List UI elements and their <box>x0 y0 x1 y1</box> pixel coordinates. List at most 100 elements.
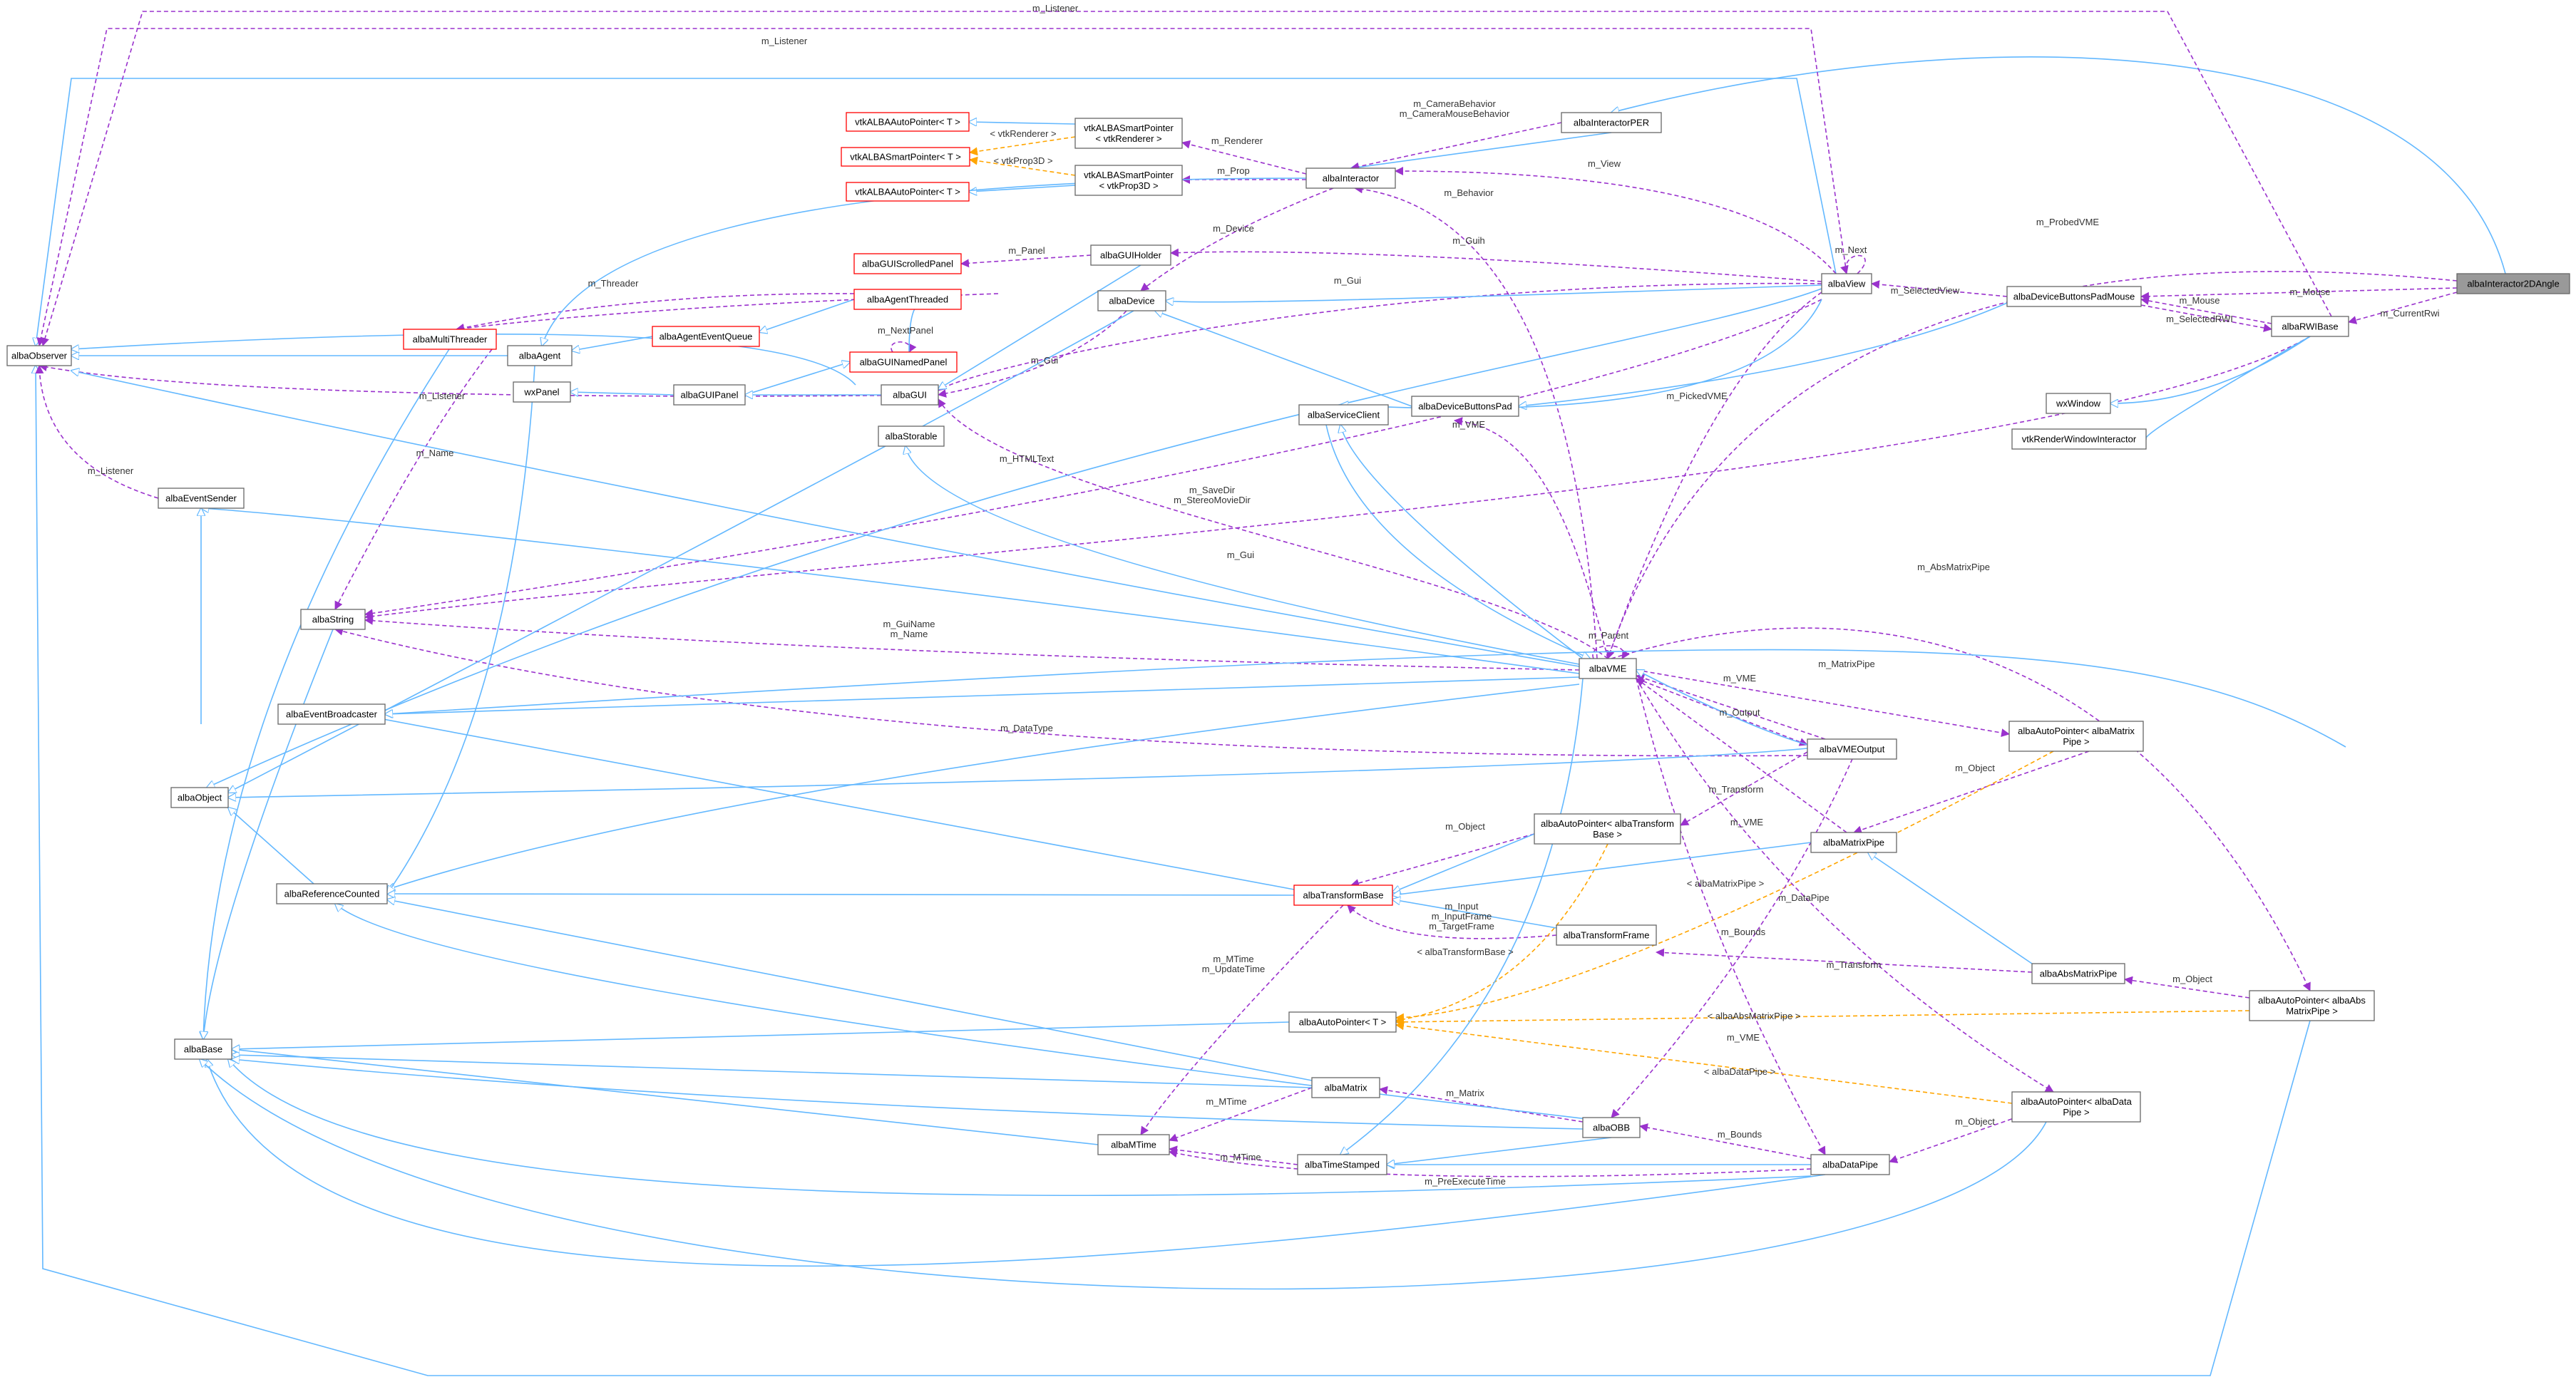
usage-edge <box>41 11 2332 346</box>
class-node-albaGUIPanel[interactable]: albaGUIPanel <box>673 384 746 406</box>
usage-edge <box>35 365 159 499</box>
class-node-albaMTime[interactable]: albaMTime <box>1097 1134 1170 1155</box>
class-node-vtkSmartProp[interactable]: vtkALBASmartPointer< vtkProp3D > <box>1074 165 1183 196</box>
inheritance-edge <box>1636 670 1808 746</box>
class-node-wxWindow[interactable]: wxWindow <box>2046 393 2111 414</box>
class-node-albaDeviceButtonsPad[interactable]: albaDeviceButtonsPad <box>1411 396 1519 417</box>
class-node-vtkAutoT2[interactable]: vtkALBAAutoPointer< T > <box>846 182 970 202</box>
class-node-albaGUINamedPanel[interactable]: albaGUINamedPanel <box>849 351 958 373</box>
class-node-vtkAutoT1[interactable]: vtkALBAAutoPointer< T > <box>846 112 970 132</box>
class-node-box <box>174 1038 232 1060</box>
class-node-albaView[interactable]: albaView <box>1821 273 1872 294</box>
class-node-albaAbsMatrixPipe[interactable]: albaAbsMatrixPipe <box>2031 963 2125 984</box>
class-node-label: albaAutoPointer< albaAbs <box>2258 995 2366 1006</box>
inheritance-edge <box>228 808 314 885</box>
class-node-albaTimeStamped[interactable]: albaTimeStamped <box>1297 1154 1387 1175</box>
inheritance-edge <box>356 714 1295 890</box>
class-node-box <box>1561 112 1662 133</box>
class-node-albaMatrixPipe[interactable]: albaMatrixPipe <box>1810 832 1897 853</box>
inheritance-edge <box>232 1059 1584 1130</box>
class-node-label: MatrixPipe > <box>2286 1006 2338 1016</box>
class-node-albaObserver[interactable]: albaObserver <box>6 345 72 366</box>
class-node-label: vtkALBAAutoPointer< T > <box>855 117 960 128</box>
class-node-albaDataPipe[interactable]: albaDataPipe <box>1810 1154 1890 1175</box>
class-node-albaEventSender[interactable]: albaEventSender <box>158 488 245 509</box>
edge-label: m_Device <box>1213 223 1254 234</box>
usage-edge <box>938 398 1608 659</box>
inheritance-edge <box>36 366 2311 1376</box>
class-node-albaAutoTransformBase[interactable]: albaAutoPointer< albaTransformBase > <box>1534 813 1681 845</box>
class-node-label: albaDevice <box>1109 296 1154 306</box>
class-node-label: albaGUINamedPanel <box>860 357 948 368</box>
inheritance-edge <box>228 748 1808 798</box>
class-node-albaDevice[interactable]: albaDevice <box>1097 290 1166 311</box>
class-node-albaGUIHolder[interactable]: albaGUIHolder <box>1090 244 1171 266</box>
class-node-label: albaObject <box>178 793 222 803</box>
edge-label: m_SelectedView <box>1891 285 1960 296</box>
class-node-wxPanel[interactable]: wxPanel <box>513 381 571 403</box>
class-node-box <box>849 351 958 373</box>
class-node-albaServiceClient[interactable]: albaServiceClient <box>1298 404 1389 426</box>
class-node-albaAutoPointerT[interactable]: albaAutoPointer< T > <box>1288 1011 1397 1033</box>
class-node-albaString[interactable]: albaString <box>300 609 366 630</box>
class-node-albaTransformFrame[interactable]: albaTransformFrame <box>1556 924 1657 946</box>
edge-label: m_MTime <box>1206 1096 1246 1107</box>
class-node-albaAgentThreaded[interactable]: albaAgentThreaded <box>853 289 962 310</box>
class-node-albaRWIBase[interactable]: albaRWIBase <box>2271 316 2349 337</box>
class-node-albaObject[interactable]: albaObject <box>170 787 229 808</box>
usage-edge <box>1636 669 2010 738</box>
inheritance-edge <box>71 371 1580 667</box>
edge-label: m_Mouse <box>2179 295 2220 306</box>
class-node-vtkRenderWindowInteractor[interactable]: vtkRenderWindowInteractor <box>2011 428 2147 450</box>
class-node-box <box>846 182 970 202</box>
usage-edge <box>1592 645 1630 659</box>
class-node-albaStorable[interactable]: albaStorable <box>878 426 945 447</box>
class-node-albaOBB[interactable]: albaOBB <box>1582 1117 1641 1138</box>
class-node-label: albaObserver <box>11 351 68 361</box>
class-node-box <box>1097 1134 1170 1155</box>
class-node-albaInteractor2DAngle[interactable]: albaInteractor2DAngle <box>2456 273 2570 294</box>
class-node-box <box>1097 290 1166 311</box>
edge-label: m_VME <box>1727 1032 1760 1043</box>
class-node-label: albaVMEOutput <box>1820 744 1885 755</box>
class-node-albaAgent[interactable]: albaAgent <box>507 345 573 366</box>
class-node-albaBase[interactable]: albaBase <box>174 1038 232 1060</box>
class-node-label: albaView <box>1828 279 1866 289</box>
class-node-albaVMEOutput[interactable]: albaVMEOutput <box>1807 738 1897 760</box>
usage-edge <box>364 299 1822 618</box>
edge-label: m_SaveDir <box>1189 485 1236 495</box>
class-node-albaInteractor[interactable]: albaInteractor <box>1305 167 1396 189</box>
class-node-label: albaAutoPointer< albaTransform <box>1541 818 1674 829</box>
class-node-vtkSmartRen[interactable]: vtkALBASmartPointer< vtkRenderer > <box>1074 118 1183 149</box>
edge-label: m_Listener <box>88 465 134 476</box>
class-node-albaMultiThreader[interactable]: albaMultiThreader <box>403 329 497 350</box>
edge-label: m_Prop <box>1217 165 1250 176</box>
inheritance-edge <box>744 362 850 396</box>
class-node-albaDeviceButtonsPadMouse[interactable]: albaDeviceButtonsPadMouse <box>2006 286 2142 307</box>
class-node-albaAutoMatrixPipe[interactable]: albaAutoPointer< albaMatrixPipe > <box>2008 721 2144 752</box>
class-node-box <box>853 253 962 274</box>
class-node-albaMatrix[interactable]: albaMatrix <box>1311 1077 1380 1098</box>
class-node-albaAgentEventQueue[interactable]: albaAgentEventQueue <box>652 326 760 347</box>
class-node-albaAutoAbsMatrixPipe[interactable]: albaAutoPointer< albaAbsMatrixPipe > <box>2249 990 2375 1021</box>
class-node-label: wxWindow <box>2056 398 2101 409</box>
class-node-albaTransformBase[interactable]: albaTransformBase <box>1293 885 1393 906</box>
class-node-label: Pipe > <box>2063 736 2089 747</box>
class-node-label: albaDeviceButtonsPadMouse <box>2013 292 2135 302</box>
class-node-vtkSmartT[interactable]: vtkALBASmartPointer< T > <box>841 147 970 167</box>
class-node-albaEventBroadcaster[interactable]: albaEventBroadcaster <box>277 703 386 725</box>
usage-edge <box>1889 1111 2033 1164</box>
edge-label: m_Mouse <box>2289 287 2330 297</box>
edge-label: m_CameraMouseBehavior <box>1400 108 1510 119</box>
class-node-albaGUIScrolledPanel[interactable]: albaGUIScrolledPanel <box>853 253 962 274</box>
class-node-albaReferenceCounted[interactable]: albaReferenceCounted <box>276 883 388 904</box>
class-node-albaGUI[interactable]: albaGUI <box>881 384 939 406</box>
usage-edge <box>1169 1145 1298 1165</box>
class-node-albaVME[interactable]: albaVME <box>1579 658 1637 679</box>
edge-label: m_View <box>1588 158 1621 169</box>
inheritance-edge <box>1387 1137 1612 1165</box>
class-node-label: albaMatrixPipe <box>1823 837 1884 848</box>
class-node-albaAutoDataPipe[interactable]: albaAutoPointer< albaDataPipe > <box>2011 1091 2141 1123</box>
edge-label: m_Object <box>2172 974 2212 984</box>
class-node-albaInteractorPER[interactable]: albaInteractorPER <box>1561 112 1662 133</box>
